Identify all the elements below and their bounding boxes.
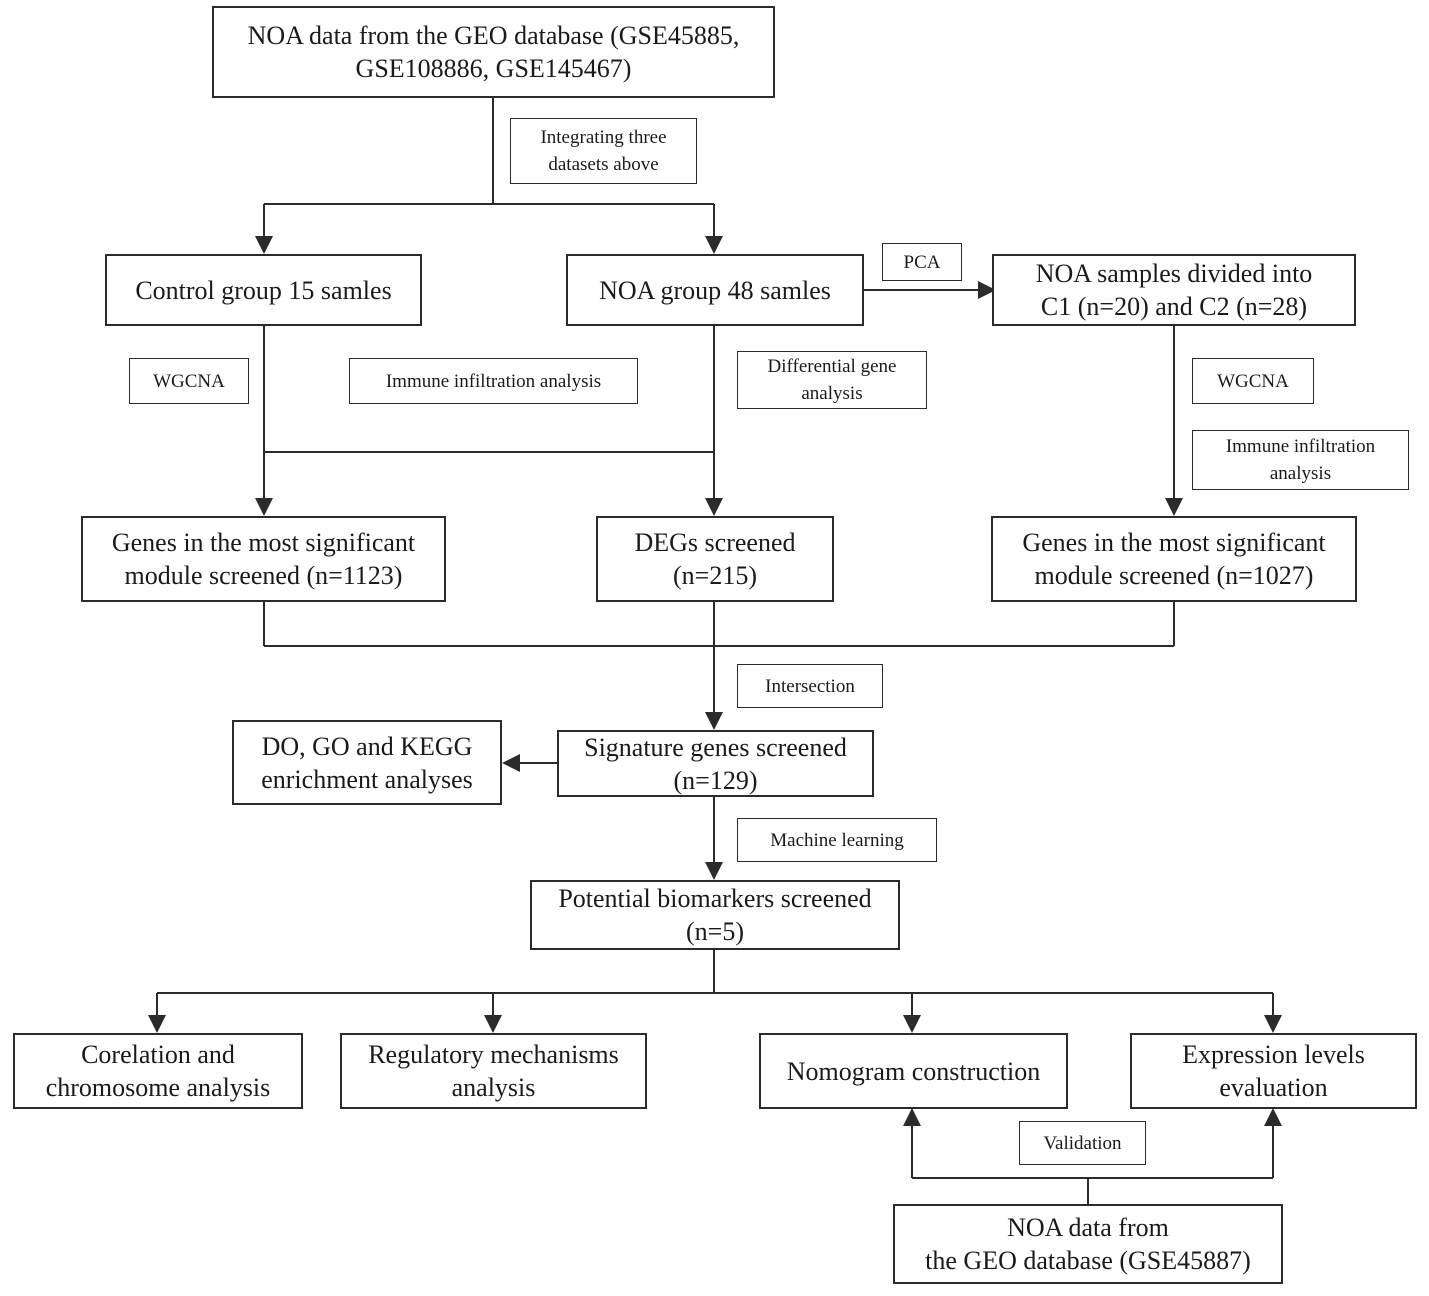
node-degs: DEGs screened (n=215): [596, 516, 834, 602]
node-expression: Expression levels evaluation: [1130, 1033, 1417, 1109]
node-control-group-text: Control group 15 samles: [135, 275, 392, 305]
label-wgcna-right: WGCNA: [1192, 358, 1314, 404]
label-immune-left: Immune infiltration analysis: [349, 358, 638, 404]
label-machine-learning: Machine learning: [737, 818, 937, 862]
arrow-head: [148, 1015, 166, 1033]
label-pca-text: PCA: [903, 251, 941, 273]
arrow-head: [705, 712, 723, 730]
node-genes-right-text: Genes in the most significant module scr…: [1022, 528, 1326, 590]
node-genes-left: Genes in the most significant module scr…: [81, 516, 446, 602]
node-signature-genes: Signature genes screened (n=129): [557, 730, 874, 797]
node-noa-group-text: NOA group 48 samles: [599, 275, 831, 305]
node-biomarkers: Potential biomarkers screened (n=5): [530, 880, 900, 950]
label-immune-right-text: Immune infiltration analysis: [1225, 436, 1376, 484]
node-genes-right: Genes in the most significant module scr…: [991, 516, 1357, 602]
label-wgcna-left-text: WGCNA: [153, 370, 225, 392]
node-corelation: Corelation and chromosome analysis: [13, 1033, 303, 1109]
label-intersection-text: Intersection: [765, 675, 855, 697]
node-nomogram: Nomogram construction: [759, 1033, 1068, 1109]
label-intersection: Intersection: [737, 664, 883, 708]
node-enrichment-text: DO, GO and KEGG enrichment analyses: [261, 731, 473, 794]
arrow-head: [255, 498, 273, 516]
node-expression-text: Expression levels evaluation: [1182, 1040, 1365, 1102]
label-machine-learning-text: Machine learning: [770, 829, 904, 851]
arrow-head: [903, 1108, 921, 1126]
arrow-head: [502, 754, 520, 772]
label-differential-text: Differential gene analysis: [767, 356, 897, 404]
node-enrichment: DO, GO and KEGG enrichment analyses: [232, 720, 502, 805]
arrow-head: [705, 498, 723, 516]
label-validation: Validation: [1019, 1121, 1146, 1165]
node-degs-text: DEGs screened (n=215): [634, 528, 796, 590]
label-immune-left-text: Immune infiltration analysis: [385, 370, 602, 392]
label-integrating: Integrating three datasets above: [510, 118, 697, 184]
node-corelation-text: Corelation and chromosome analysis: [45, 1040, 271, 1102]
node-noa-divided-text: NOA samples divided into C1 (n=20) and C…: [1035, 259, 1313, 321]
label-differential: Differential gene analysis: [737, 351, 927, 409]
node-source-datasets: NOA data from the GEO database (GSE45885…: [212, 6, 775, 98]
label-pca: PCA: [882, 243, 962, 281]
arrow-head: [255, 236, 273, 254]
node-validation-source-text: NOA data from the GEO database (GSE45887…: [925, 1213, 1251, 1275]
arrow-head: [1264, 1015, 1282, 1033]
node-noa-group: NOA group 48 samles: [566, 254, 864, 326]
label-wgcna-right-text: WGCNA: [1217, 370, 1289, 392]
arrow-head: [978, 281, 996, 299]
node-validation-source: NOA data from the GEO database (GSE45887…: [893, 1204, 1283, 1284]
label-integrating-text: Integrating three datasets above: [540, 127, 667, 175]
node-noa-divided: NOA samples divided into C1 (n=20) and C…: [992, 254, 1356, 326]
node-biomarkers-text: Potential biomarkers screened (n=5): [558, 884, 872, 946]
arrow-head: [484, 1015, 502, 1033]
label-wgcna-left: WGCNA: [129, 358, 249, 404]
node-control-group: Control group 15 samles: [105, 254, 422, 326]
label-immune-right: Immune infiltration analysis: [1192, 430, 1409, 490]
arrow-head: [705, 236, 723, 254]
arrow-head: [903, 1015, 921, 1033]
node-nomogram-text: Nomogram construction: [786, 1056, 1041, 1086]
node-source-datasets-text: NOA data from the GEO database (GSE45885…: [247, 21, 740, 83]
node-genes-left-text: Genes in the most significant module scr…: [111, 528, 416, 590]
node-regulatory-text: Regulatory mechanisms analysis: [368, 1040, 619, 1102]
label-validation-text: Validation: [1043, 1132, 1122, 1154]
node-regulatory: Regulatory mechanisms analysis: [340, 1033, 647, 1109]
node-signature-genes-text: Signature genes screened (n=129): [584, 732, 847, 795]
arrow-head: [1165, 498, 1183, 516]
arrow-head: [1264, 1108, 1282, 1126]
arrow-head: [705, 862, 723, 880]
